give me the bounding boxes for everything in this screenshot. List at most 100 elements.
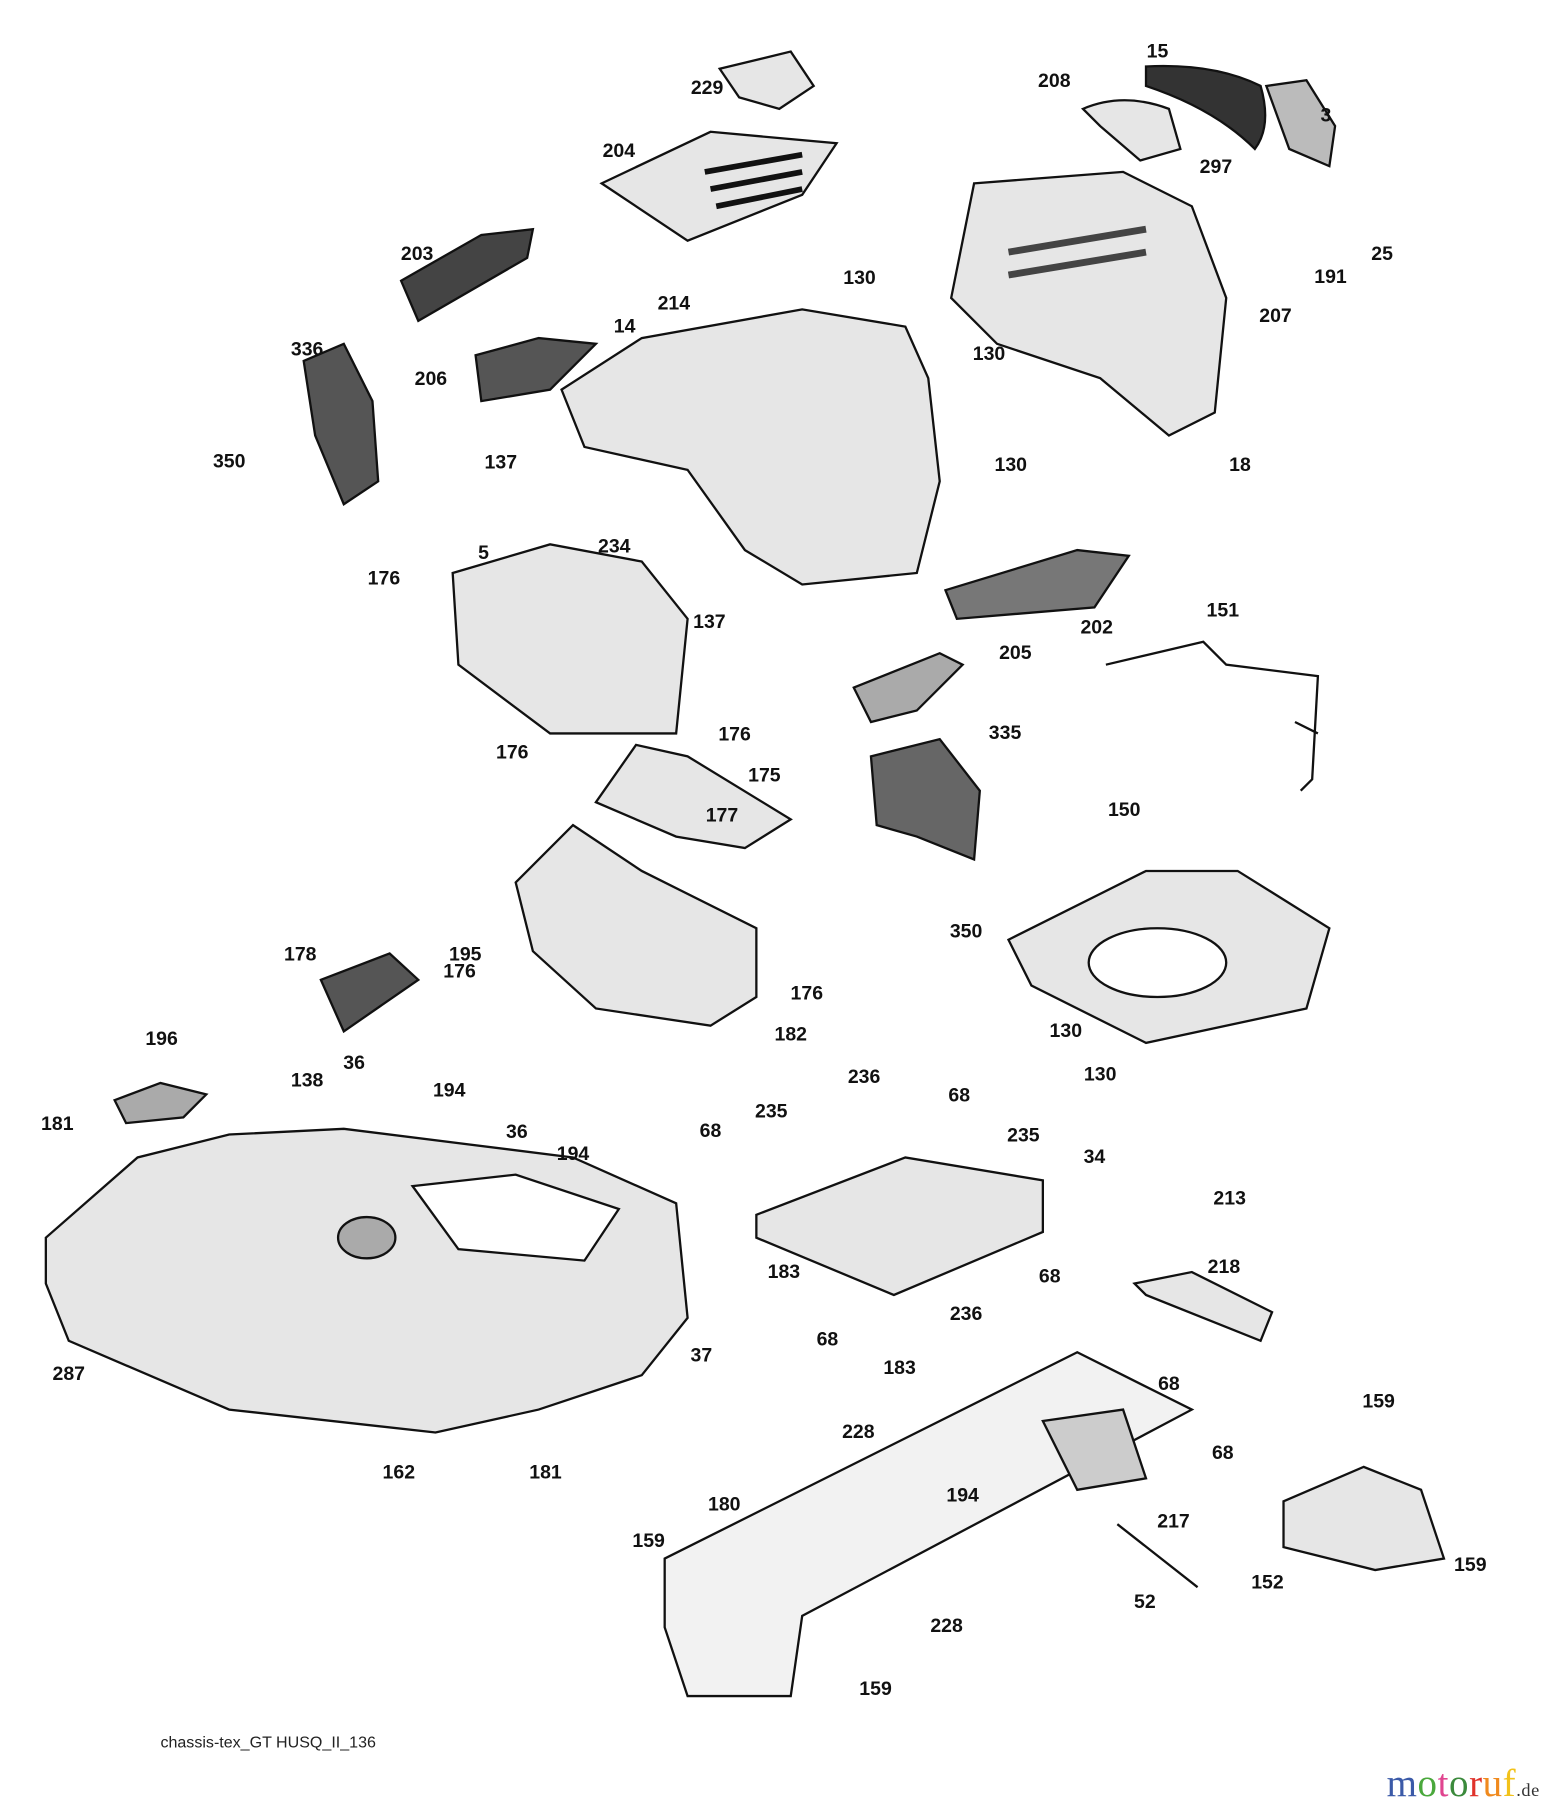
part-182-lower-dash bbox=[514, 823, 758, 1027]
part-label: 176 bbox=[718, 723, 751, 745]
part-label: 181 bbox=[41, 1112, 74, 1135]
part-label: 150 bbox=[1107, 798, 1141, 821]
part-label: 68 bbox=[1158, 1372, 1180, 1395]
part-208-bracket bbox=[1080, 99, 1182, 162]
part-label: 37 bbox=[690, 1344, 713, 1367]
part-label: 175 bbox=[748, 764, 781, 787]
part-label: 68 bbox=[816, 1328, 839, 1350]
diagram-id-caption: chassis-tex_GT HUSQ_II_136 bbox=[160, 1732, 376, 1752]
part-label: 68 bbox=[1211, 1441, 1234, 1464]
part-label: 218 bbox=[1207, 1256, 1241, 1278]
watermark-logo: motoruf.de bbox=[1387, 1763, 1540, 1806]
part-label: 137 bbox=[693, 610, 726, 633]
part-label: 3 bbox=[1320, 104, 1332, 127]
watermark-letter: f bbox=[1502, 1762, 1517, 1805]
part-label: 162 bbox=[382, 1461, 416, 1483]
part-203-handle bbox=[399, 227, 535, 323]
part-label: 176 bbox=[790, 982, 824, 1004]
part-label: 235 bbox=[754, 1100, 788, 1122]
part-217-rod bbox=[1116, 1523, 1199, 1589]
part-label: 138 bbox=[290, 1069, 324, 1091]
part-178-grille bbox=[319, 952, 421, 1034]
part-label: 236 bbox=[949, 1303, 983, 1325]
part-label: 229 bbox=[690, 76, 724, 99]
part-label: 52 bbox=[1134, 1590, 1156, 1613]
part-label: 335 bbox=[988, 721, 1022, 744]
part-label: 182 bbox=[774, 1023, 807, 1046]
watermark-letter: o bbox=[1417, 1762, 1438, 1805]
part-label: 191 bbox=[1314, 265, 1347, 288]
part-label: 205 bbox=[999, 641, 1032, 664]
watermark-letter: m bbox=[1386, 1762, 1418, 1805]
part-label: 14 bbox=[613, 315, 636, 337]
part-175-bracket bbox=[594, 743, 793, 850]
part-37-fender bbox=[44, 1127, 689, 1434]
part-label: 207 bbox=[1259, 304, 1292, 327]
part-label: 228 bbox=[930, 1614, 963, 1637]
part-label: 235 bbox=[1007, 1124, 1040, 1146]
part-label: 234 bbox=[597, 535, 631, 557]
part-label: 130 bbox=[1083, 1063, 1117, 1086]
part-label: 137 bbox=[484, 451, 518, 474]
part-label: 152 bbox=[1251, 1571, 1284, 1593]
part-label: 183 bbox=[767, 1260, 801, 1283]
part-label: 297 bbox=[1199, 155, 1233, 178]
part-204-hood-top bbox=[599, 130, 839, 242]
part-205-cover bbox=[852, 651, 965, 724]
part-label: 203 bbox=[400, 242, 434, 265]
part-label: 130 bbox=[1049, 1019, 1083, 1042]
part-label: 159 bbox=[1362, 1390, 1395, 1412]
part-label: 178 bbox=[283, 943, 317, 965]
part-label: 195 bbox=[449, 943, 482, 965]
watermark-letter: r bbox=[1469, 1762, 1483, 1805]
part-label: 68 bbox=[699, 1119, 722, 1142]
part-150-shield bbox=[1006, 869, 1331, 1045]
part-label: 213 bbox=[1213, 1187, 1246, 1210]
part-196-cover bbox=[113, 1081, 209, 1125]
part-label: 36 bbox=[506, 1120, 528, 1143]
part-label: 176 bbox=[367, 567, 401, 590]
part-label: 181 bbox=[529, 1461, 562, 1483]
part-label: 194 bbox=[556, 1142, 590, 1165]
part-label: 183 bbox=[883, 1356, 916, 1379]
part-label: 336 bbox=[290, 338, 324, 360]
part-label: 194 bbox=[432, 1079, 466, 1102]
part-label: 287 bbox=[52, 1362, 86, 1385]
part-label: 202 bbox=[1080, 616, 1113, 639]
part-label: 159 bbox=[859, 1677, 892, 1700]
part-label: 15 bbox=[1146, 40, 1169, 62]
part-202-grille bbox=[943, 548, 1131, 621]
part-label: 228 bbox=[842, 1421, 875, 1443]
part-label: 176 bbox=[496, 741, 529, 764]
part-label: 350 bbox=[212, 450, 246, 473]
part-label: 130 bbox=[994, 453, 1028, 476]
part-label: 217 bbox=[1157, 1510, 1190, 1533]
part-label: 5 bbox=[478, 542, 490, 564]
part-180-frame bbox=[663, 1350, 1195, 1698]
part-15-trim bbox=[1144, 64, 1267, 151]
part-label: 214 bbox=[657, 292, 691, 315]
part-label: 25 bbox=[1371, 242, 1393, 265]
part-229-cover bbox=[717, 50, 816, 111]
part-label: 206 bbox=[414, 367, 448, 390]
part-label: 18 bbox=[1229, 453, 1251, 476]
watermark-suffix: .de bbox=[1516, 1780, 1540, 1801]
part-label: 236 bbox=[847, 1065, 881, 1088]
part-218-plate bbox=[1132, 1270, 1274, 1343]
part-152-step bbox=[1282, 1465, 1446, 1572]
part-151-bracket bbox=[1105, 640, 1320, 792]
part-335-side-panel bbox=[869, 737, 982, 862]
part-label: 177 bbox=[705, 804, 739, 827]
part-18-front-grille bbox=[949, 170, 1228, 437]
part-label: 176 bbox=[443, 960, 476, 983]
part-3-panel bbox=[1264, 78, 1337, 168]
part-336-side-panel bbox=[302, 342, 380, 506]
part-label: 130 bbox=[843, 267, 876, 289]
part-label: 196 bbox=[145, 1027, 178, 1050]
part-label: 180 bbox=[708, 1493, 741, 1516]
part-label: 151 bbox=[1206, 599, 1240, 622]
watermark-text: motoruf bbox=[1387, 1763, 1517, 1805]
part-label: 68 bbox=[1038, 1265, 1061, 1287]
